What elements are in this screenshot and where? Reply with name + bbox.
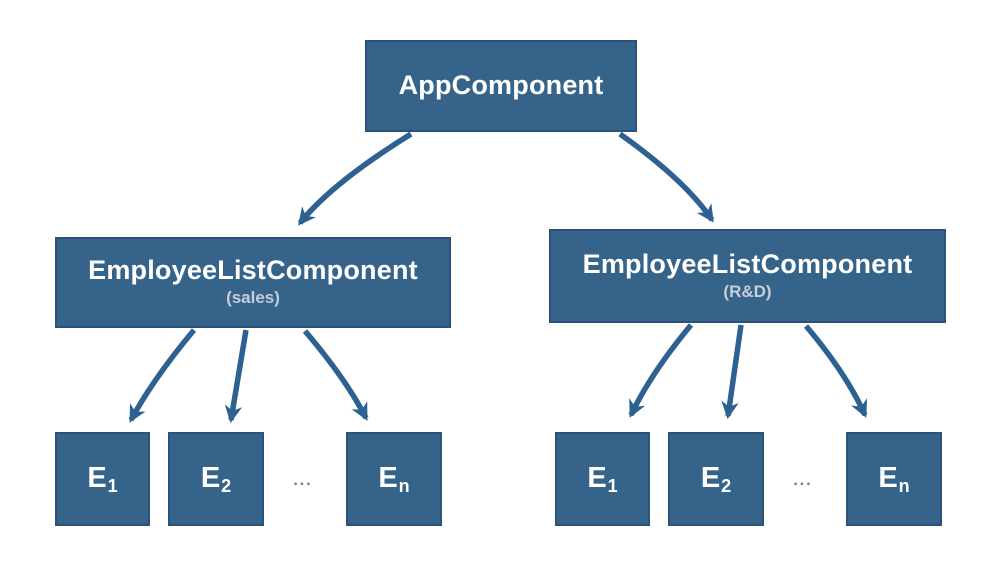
node-label: EmployeeListComponent — [582, 248, 913, 279]
node-label: EmployeeListComponent — [88, 255, 418, 286]
leaf-label: En — [878, 461, 910, 496]
node-sales-en: En — [346, 432, 442, 526]
node-label: AppComponent — [398, 70, 604, 101]
node-employee-list-rnd: EmployeeListComponent (R&D) — [549, 229, 946, 323]
node-rnd-en: En — [846, 432, 942, 526]
leaf-label: E1 — [87, 461, 118, 496]
leaf-label: En — [378, 461, 410, 496]
arrow-rnd-to-en — [803, 324, 868, 418]
node-app-component: AppComponent — [365, 40, 637, 132]
node-sales-e2: E2 — [168, 432, 264, 526]
node-rnd-e1: E1 — [555, 432, 650, 526]
ellipsis-sales: ... — [293, 472, 313, 489]
node-rnd-e2: E2 — [668, 432, 764, 526]
node-employee-list-sales: EmployeeListComponent (sales) — [55, 237, 451, 328]
arrow-sales-to-e1 — [128, 328, 197, 423]
node-sales-e1: E1 — [55, 432, 150, 526]
node-sublabel: (sales) — [226, 288, 280, 308]
leaf-label: E1 — [587, 461, 618, 496]
arrow-sales-to-en — [302, 329, 369, 421]
node-sublabel: (R&D) — [723, 281, 772, 301]
arrow-rnd-to-e1 — [628, 323, 694, 418]
arrow-app-to-rnd — [618, 131, 715, 223]
arrow-sales-to-e2 — [224, 329, 249, 424]
ellipsis-rnd: ... — [793, 472, 813, 489]
leaf-label: E2 — [200, 461, 232, 496]
arrow-rnd-to-e2 — [721, 324, 744, 420]
leaf-label: E2 — [700, 461, 732, 496]
arrow-app-to-sales — [297, 131, 413, 226]
